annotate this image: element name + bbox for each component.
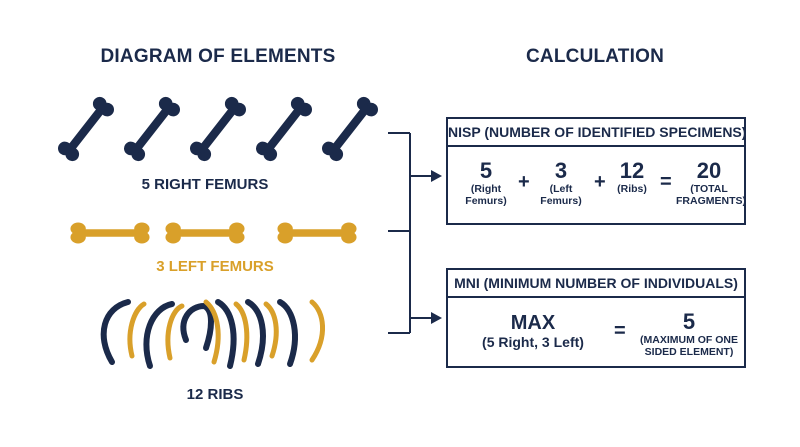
mni-result-sub: (MAXIMUM OF ONE — [640, 334, 738, 346]
nisp-title: NISP (NUMBER OF IDENTIFIED SPECIMENS) — [448, 119, 746, 147]
left-femur-icon — [165, 222, 245, 244]
plus-operator: + — [594, 171, 606, 193]
arrow-right-icon — [431, 170, 442, 182]
nisp-term-ribs: 12 (Ribs) — [612, 158, 652, 196]
mni-result-value: 5 — [682, 309, 696, 334]
nisp-value: 3 — [554, 158, 568, 183]
rib-icon — [245, 299, 266, 367]
equals-operator: = — [614, 320, 626, 342]
connector-bracket — [388, 132, 432, 334]
right-femur-icon — [319, 94, 381, 164]
rib-icons — [100, 299, 326, 369]
rib-icon — [277, 299, 298, 367]
mni-result-sub: SIDED ELEMENT) — [644, 346, 734, 358]
rib-icon — [215, 299, 237, 369]
left-femur-icons — [70, 222, 357, 244]
mni-max-sub: (5 Right, 3 Left) — [482, 334, 584, 350]
mni-box: MNI (MINIMUM NUMBER OF INDIVIDUALS) MAX … — [446, 268, 746, 368]
nisp-value: 12 — [619, 158, 645, 183]
diagram-heading: DIAGRAM OF ELEMENTS — [100, 46, 336, 67]
nisp-sub: Femurs) — [540, 195, 582, 207]
mni-max-label: MAX — [510, 312, 556, 334]
arrow-right-icon — [431, 312, 442, 324]
right-femurs-label: 5 RIGHT FEMURS — [141, 176, 269, 193]
nisp-term-total: 20 (TOTAL FRAGMENTS) — [676, 158, 746, 208]
rib-icon — [127, 301, 147, 359]
ribs-label: 12 RIBS — [186, 386, 244, 403]
nisp-term-left-femurs: 3 (Left Femurs) — [536, 158, 586, 208]
nisp-total-value: 20 — [696, 158, 722, 183]
nisp-sub: FRAGMENTS) — [676, 195, 746, 207]
left-femurs-label: 3 LEFT FEMURS — [156, 258, 274, 275]
equals-operator: = — [660, 171, 672, 193]
rib-icon — [233, 301, 250, 363]
nisp-value: 5 — [479, 158, 493, 183]
plus-operator: + — [518, 171, 530, 193]
mni-title: MNI (MINIMUM NUMBER OF INDIVIDUALS) — [448, 270, 744, 298]
right-femur-icon — [121, 94, 183, 164]
nisp-sub: (TOTAL — [690, 183, 728, 195]
right-femur-icon — [253, 94, 315, 164]
rib-icon — [203, 299, 221, 365]
right-femur-icon — [187, 94, 249, 164]
nisp-sub: (Ribs) — [617, 183, 647, 195]
left-femur-icon — [277, 222, 357, 244]
connector-arrowheads — [431, 170, 442, 324]
mni-result-term: 5 (MAXIMUM OF ONE SIDED ELEMENT) — [636, 309, 742, 359]
nisp-box: NISP (NUMBER OF IDENTIFIED SPECIMENS) 5 … — [446, 117, 746, 225]
right-femur-icons — [55, 94, 381, 164]
rib-icon — [165, 303, 185, 361]
rib-icon — [263, 301, 279, 359]
rib-icon — [309, 299, 326, 363]
rib-icon — [100, 299, 131, 365]
rib-icon — [180, 302, 214, 351]
calculation-heading: CALCULATION — [526, 46, 664, 67]
nisp-sub: Femurs) — [465, 195, 507, 207]
nisp-sub: (Left — [549, 183, 573, 195]
rib-icon — [143, 301, 175, 369]
right-femur-icon — [55, 94, 117, 164]
nisp-sub: (Right — [470, 183, 502, 195]
nisp-term-right-femurs: 5 (Right Femurs) — [464, 158, 508, 208]
left-femur-icon — [70, 222, 150, 244]
mni-max-term: MAX (5 Right, 3 Left) — [458, 312, 608, 350]
